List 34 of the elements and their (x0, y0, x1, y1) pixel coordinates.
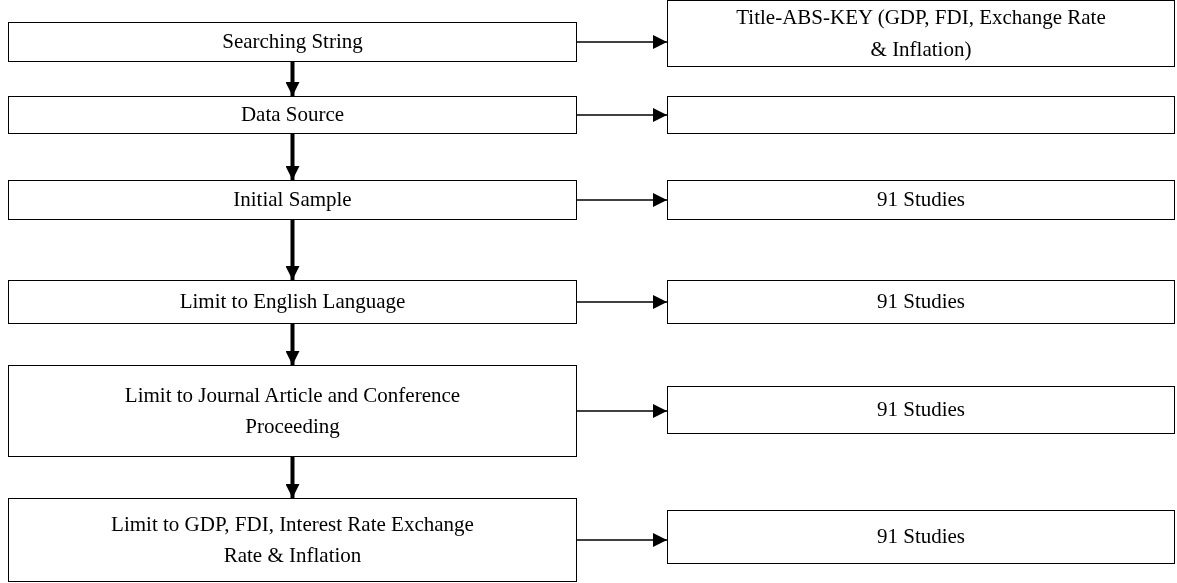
box-label: 91 Studies (876, 523, 966, 551)
empty-box (667, 96, 1175, 134)
process-box (667, 180, 1175, 220)
arrow (576, 108, 668, 122)
box-label: Data Source (240, 101, 345, 129)
box-label: Initial Sample (233, 186, 352, 214)
process-box (667, 280, 1175, 324)
arrow (576, 533, 668, 547)
process-box (8, 365, 577, 457)
process-box (8, 22, 577, 62)
arrow (285, 457, 300, 498)
box-label: Limit to GDP, FDI, Interest Rate Exchange Rate & Inflation (110, 510, 475, 569)
process-box (667, 0, 1175, 67)
process-box (8, 180, 577, 220)
process-box (8, 96, 577, 134)
arrow (576, 35, 668, 49)
process-box (667, 510, 1175, 564)
box-label: 91 Studies (876, 396, 966, 424)
box-label: Limit to Journal Article and Conference Proceeding (123, 381, 462, 440)
arrow (576, 295, 668, 309)
box-label: Limit to English Language (179, 288, 406, 316)
arrow (285, 134, 300, 180)
arrow (285, 62, 300, 96)
process-box (667, 386, 1175, 434)
arrow (576, 404, 668, 418)
box-label: Title-ABS-KEY (GDP, FDI, Exchange Rate & Inflation) (735, 4, 1107, 63)
box-label: 91 Studies (876, 186, 966, 214)
process-box (8, 498, 577, 582)
arrow (576, 193, 668, 207)
arrow (285, 220, 300, 280)
arrow (285, 324, 300, 365)
box-label: Searching String (222, 28, 363, 56)
process-box (8, 280, 577, 324)
box-label: 91 Studies (876, 288, 966, 316)
